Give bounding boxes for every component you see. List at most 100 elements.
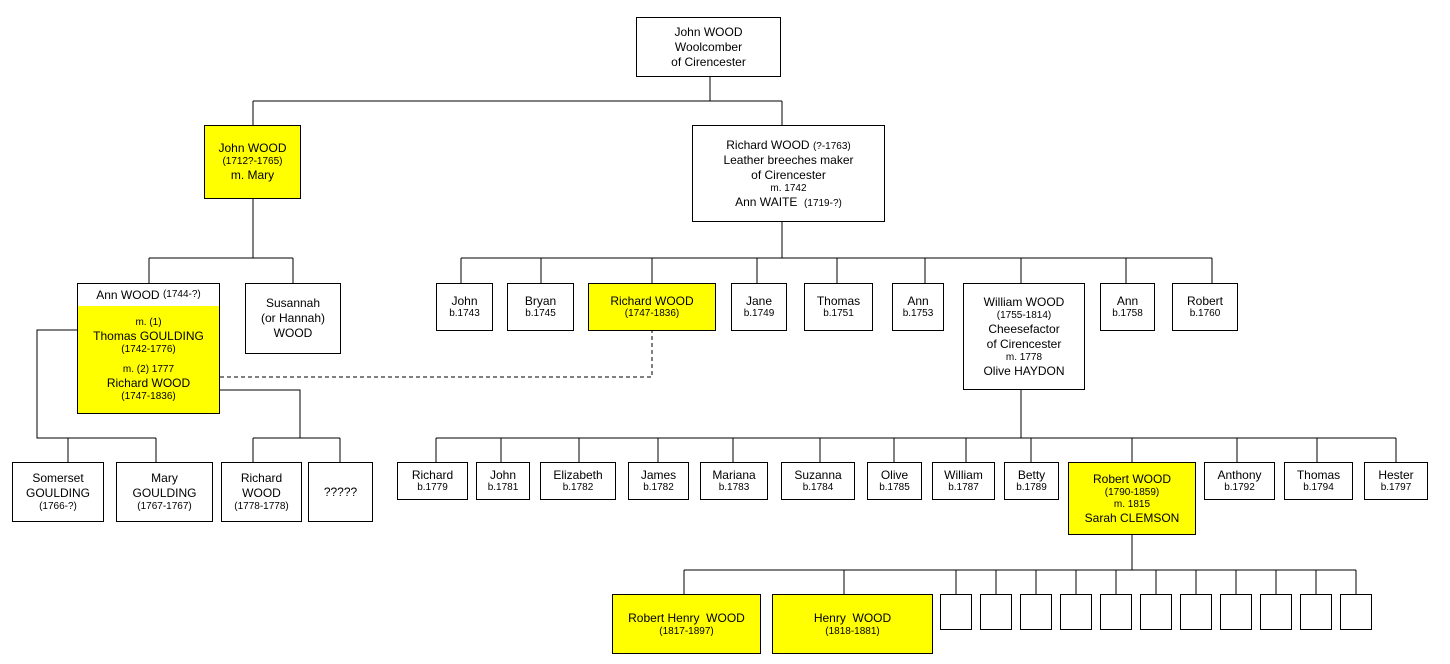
- person-john-1743: John b.1743: [436, 283, 493, 331]
- person-unknown: ?????: [308, 462, 373, 522]
- person-dates: (1747-1836): [624, 308, 680, 319]
- person-dates: b.1758: [1112, 308, 1143, 319]
- person-dates: (1778-1778): [234, 501, 289, 512]
- person-dates: b.1779: [417, 482, 448, 493]
- spouse-line: Ann WAITE (1719-?): [735, 195, 842, 210]
- person-name: Jane: [745, 294, 773, 308]
- empty-child-box: [1180, 594, 1212, 630]
- person-thomas-1794: Thomas b.1794: [1284, 462, 1353, 500]
- person-robert-henry-wood: Robert Henry WOOD (1817-1897): [612, 594, 761, 654]
- person-dates: b.1784: [802, 482, 834, 493]
- person-thomas-1751: Thomas b.1751: [804, 283, 873, 331]
- person-surname: WOOD: [273, 326, 313, 340]
- person-dates: (1790-1859): [1104, 486, 1160, 498]
- person-john-wood-root: John WOOD Woolcomber of Cirencester: [636, 17, 781, 77]
- person-dates: (1766-?): [39, 501, 77, 512]
- person-location: of Cirencester: [671, 54, 746, 69]
- person-name: Richard: [240, 471, 283, 485]
- spouse-name: Olive HAYDON: [983, 363, 1065, 378]
- empty-child-box: [1220, 594, 1252, 630]
- person-name: Somerset: [32, 471, 84, 485]
- person-dates: (?-1763): [812, 140, 851, 152]
- person-susannah-wood: Susannah (or Hannah) WOOD: [245, 283, 341, 354]
- person-james-1782: James b.1782: [628, 462, 689, 500]
- person-name: Robert Henry WOOD: [628, 610, 745, 625]
- person-ann-1753: Ann b.1753: [892, 283, 944, 331]
- person-surname: WOOD: [242, 486, 281, 500]
- person-richard-wood-1747: Richard WOOD (1747-1836): [588, 283, 716, 331]
- spouse-2-name: Richard WOOD: [106, 375, 191, 390]
- person-dates: b.1753: [902, 308, 934, 319]
- person-name: Mariana: [712, 468, 756, 482]
- spouse-name: Ann WAITE: [735, 194, 798, 209]
- person-dates: (1817-1897): [659, 625, 714, 637]
- person-name: Ann: [1116, 294, 1139, 308]
- person-ann-1758: Ann b.1758: [1100, 283, 1155, 331]
- person-robert-1760: Robert b.1760: [1172, 283, 1238, 331]
- person-robert-wood: Robert WOOD (1790-1859) m. 1815 Sarah CL…: [1068, 462, 1196, 535]
- person-name: Richard WOOD: [610, 294, 694, 308]
- person-name: Robert: [1186, 294, 1224, 308]
- empty-child-box: [1300, 594, 1332, 630]
- person-marriage: m. Mary: [230, 168, 275, 182]
- person-name: Betty: [1017, 468, 1046, 482]
- empty-child-box: [1020, 594, 1052, 630]
- person-occupation: Woolcomber: [674, 39, 743, 54]
- marriage-year: m. 1778: [1005, 351, 1043, 363]
- empty-child-box: [940, 594, 972, 630]
- person-surname: GOULDING: [132, 486, 197, 500]
- person-name: Elizabeth: [553, 468, 603, 482]
- person-dates: b.1782: [643, 482, 674, 493]
- person-name: Susannah: [265, 296, 321, 310]
- marriage-year: m. 1742: [770, 182, 807, 194]
- person-henry-wood: Henry WOOD (1818-1881): [772, 594, 933, 654]
- person-dates: (1818-1881): [825, 625, 880, 637]
- person-betty-1789: Betty b.1789: [1004, 462, 1059, 500]
- person-name: Richard WOOD: [726, 137, 810, 152]
- person-dates: b.1782: [562, 482, 594, 493]
- person-olive-1785: Olive b.1785: [867, 462, 922, 500]
- person-bryan-1745: Bryan b.1745: [507, 283, 574, 331]
- person-name: Henry WOOD: [813, 610, 892, 625]
- spouse-2-dates: (1747-1836): [121, 390, 176, 402]
- person-surname: GOULDING: [25, 486, 90, 500]
- person-name: William WOOD: [983, 294, 1065, 309]
- person-name: Ann: [907, 294, 929, 308]
- person-name: Mary: [151, 471, 178, 485]
- person-suzanna-1784: Suzanna b.1784: [781, 462, 855, 500]
- person-elizabeth-1782: Elizabeth b.1782: [540, 462, 616, 500]
- person-name: John: [451, 294, 478, 308]
- person-name: James: [640, 468, 677, 482]
- empty-child-box: [1260, 594, 1292, 630]
- person-dates: b.1783: [718, 482, 750, 493]
- person-hester-1797: Hester b.1797: [1364, 462, 1428, 500]
- person-name: Olive: [880, 468, 909, 482]
- person-location: of Cirencester: [986, 336, 1062, 351]
- person-dates: b.1760: [1189, 308, 1221, 319]
- spouse-1-dates: (1742-1776): [121, 343, 176, 355]
- person-name: John WOOD: [674, 24, 743, 39]
- person-john-wood: John WOOD (1712?-1765) m. Mary: [204, 125, 301, 199]
- person-dates: b.1781: [487, 482, 519, 493]
- person-dates: b.1787: [948, 482, 979, 493]
- person-name: Thomas: [1296, 468, 1341, 482]
- marriage-year: m. 1815: [1113, 498, 1151, 510]
- marriages: m. (1) Thomas GOULDING (1742-1776) m. (2…: [78, 306, 219, 413]
- person-dates: b.1785: [879, 482, 910, 493]
- person-william-1787: William b.1787: [932, 462, 995, 500]
- person-dates: b.1794: [1303, 482, 1334, 493]
- person-richard-wood-1778: Richard WOOD (1778-1778): [221, 462, 302, 522]
- person-name: Richard: [411, 468, 454, 482]
- person-name: Thomas: [816, 294, 861, 308]
- spouse-name: Sarah CLEMSON: [1084, 510, 1180, 525]
- empty-child-box: [1060, 594, 1092, 630]
- empty-child-box: [1140, 594, 1172, 630]
- person-occupation: Cheesefactor: [988, 321, 1060, 336]
- person-john-1781: John b.1781: [476, 462, 530, 500]
- person-name-line: Richard WOOD (?-1763): [726, 138, 851, 153]
- empty-child-box: [1340, 594, 1372, 630]
- person-dates: b.1797: [1380, 482, 1412, 493]
- person-mariana-1783: Mariana b.1783: [700, 462, 768, 500]
